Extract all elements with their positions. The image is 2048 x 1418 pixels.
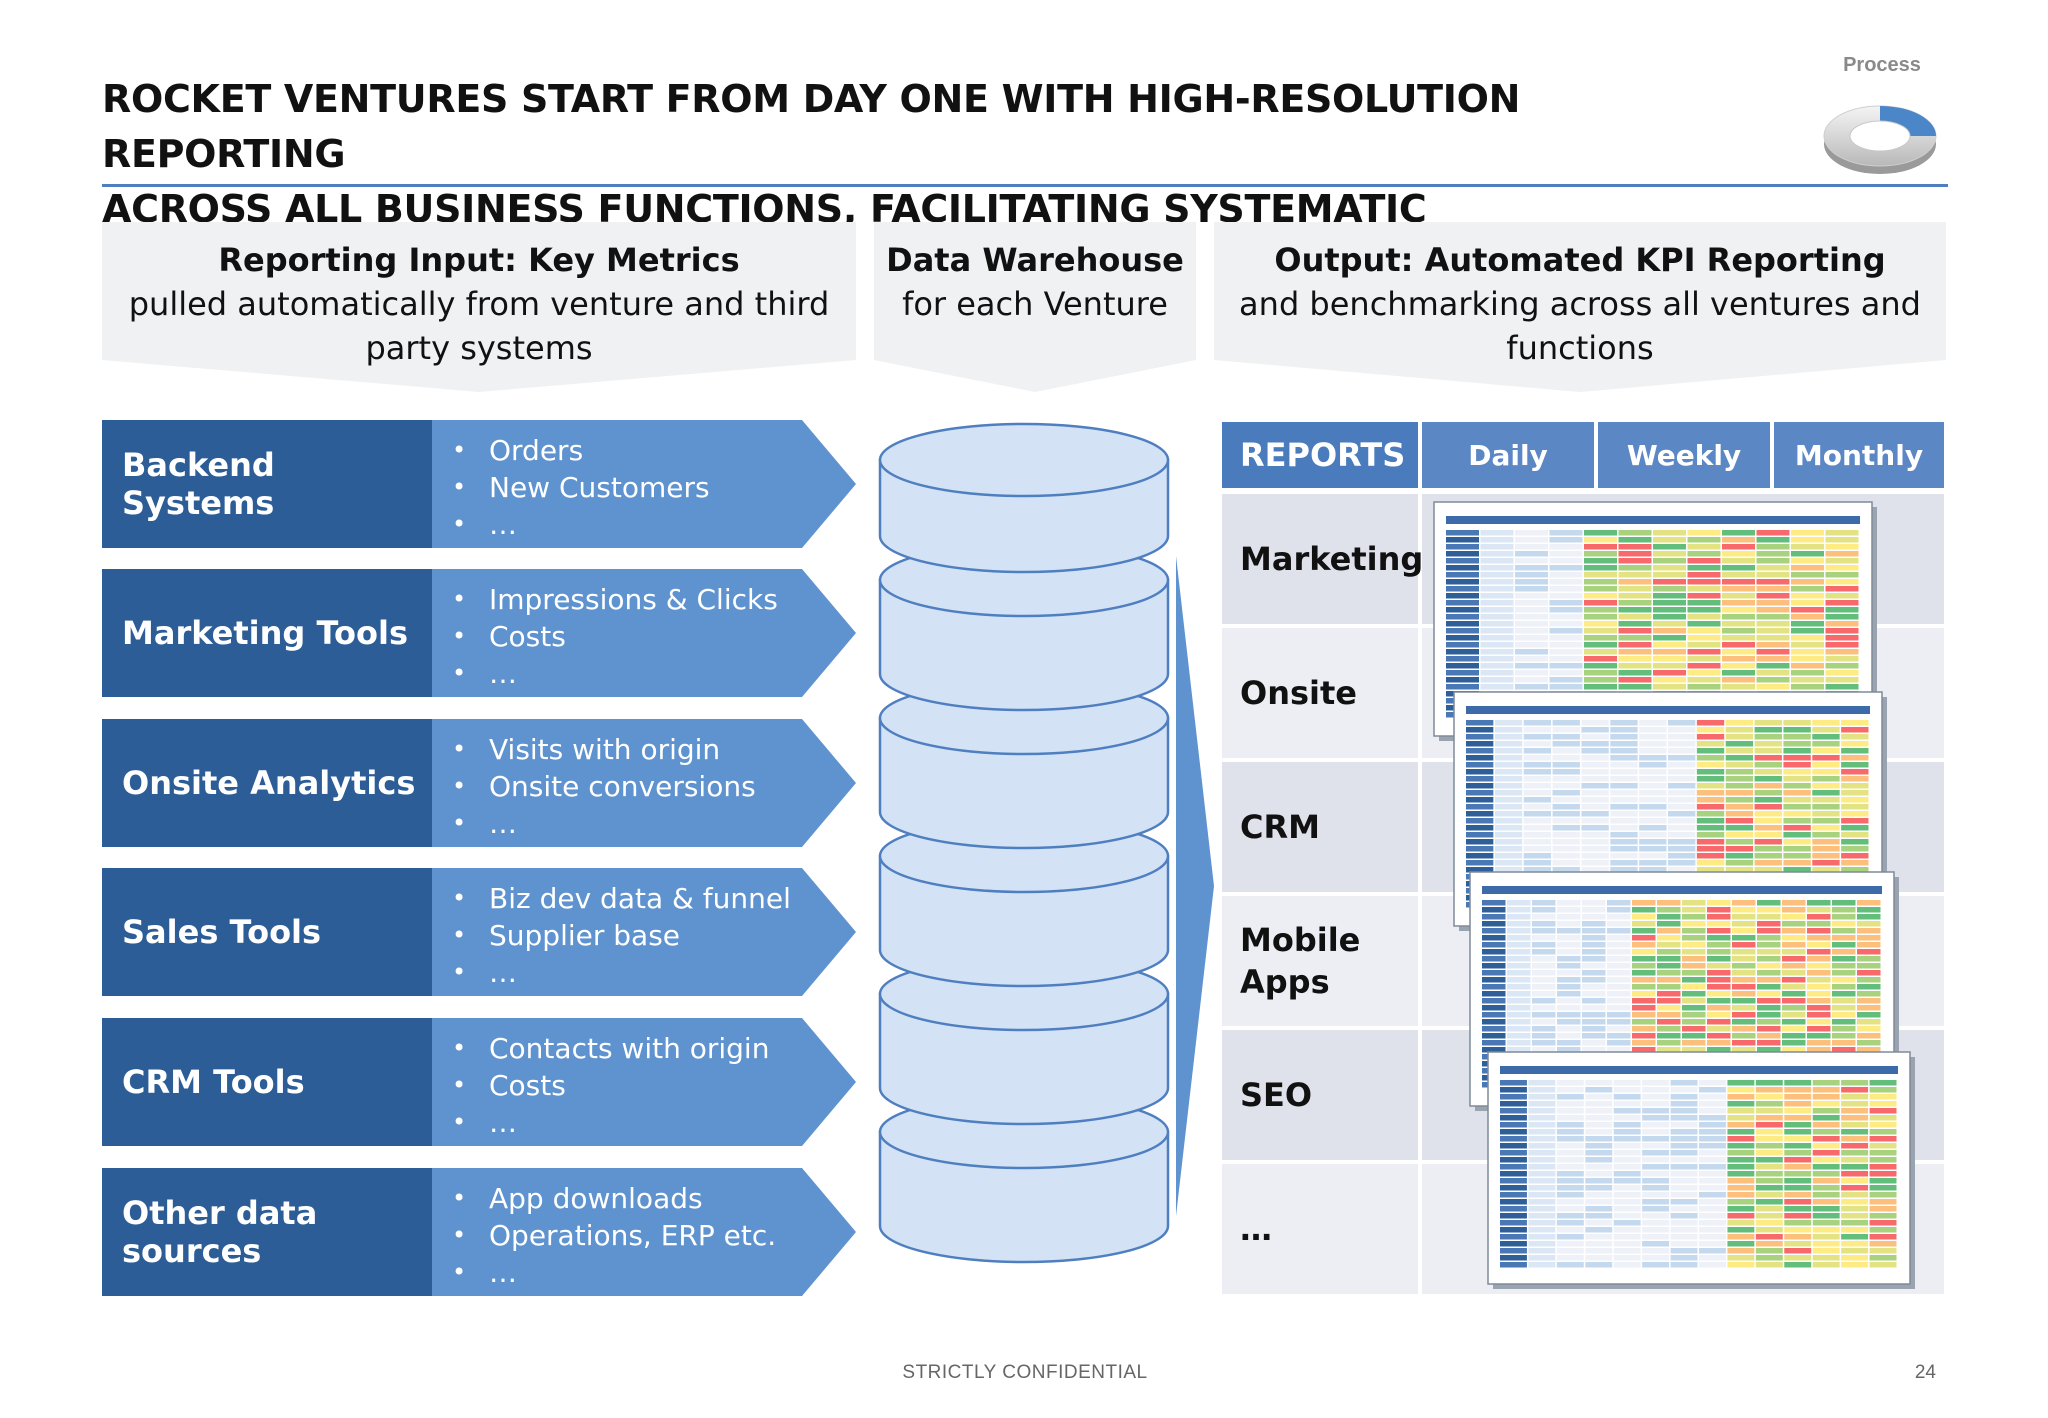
period-weekly: Weekly (1598, 422, 1770, 488)
source-name: Marketing Tools (122, 614, 408, 652)
source-bullets: Biz dev data & funnel Supplier base … (450, 880, 791, 991)
source-name: Onsite Analytics (122, 764, 416, 802)
report-row-onsite: Onsite (1222, 628, 1418, 758)
period-monthly: Monthly (1774, 422, 1944, 488)
source-name: CRM Tools (122, 1063, 305, 1101)
source-bullet: … (450, 1254, 776, 1291)
page-number: 24 (1914, 1362, 1936, 1383)
source-row-other-data-sources: Other data sources App downloads Operati… (102, 1168, 856, 1296)
source-bullet: Onsite conversions (450, 768, 756, 805)
confidential-footer: STRICTLY CONFIDENTIAL (902, 1362, 1148, 1383)
source-bullet: App downloads (450, 1180, 776, 1217)
process-label: Process (1843, 54, 1921, 76)
report-row-more: … (1222, 1164, 1418, 1294)
output-header-title: Output: Automated KPI Reporting (1274, 241, 1886, 279)
source-bullet: … (450, 1104, 769, 1141)
warehouse-header-line-1: for each Venture (902, 285, 1168, 323)
source-row-crm-tools: CRM Tools Contacts with origin Costs … (102, 1018, 856, 1146)
warehouse-header: Data Warehouse for each Venture (874, 222, 1196, 392)
source-bullet: … (450, 655, 778, 692)
source-bullet: Supplier base (450, 917, 791, 954)
output-header-line-1: and benchmarking across all ventures and (1239, 285, 1921, 323)
source-bullet: … (450, 506, 710, 543)
output-header-line-2: functions (1506, 329, 1654, 367)
source-row-marketing-tools: Marketing Tools Impressions & Clicks Cos… (102, 569, 856, 697)
output-arrow (1176, 556, 1216, 1216)
source-bullets: Impressions & Clicks Costs … (450, 581, 778, 692)
source-bullet: New Customers (450, 469, 710, 506)
source-row-sales-tools: Sales Tools Biz dev data & funnel Suppli… (102, 868, 856, 996)
report-screenshot (1487, 1051, 1915, 1289)
reports-header: REPORTS (1222, 422, 1418, 488)
source-bullet: Visits with origin (450, 731, 756, 768)
source-row-backend-systems: Backend Systems Orders New Customers … (102, 420, 856, 548)
report-thumbnails (1433, 501, 1915, 1289)
output-header: Output: Automated KPI Reporting and benc… (1214, 222, 1946, 392)
source-bullet: Impressions & Clicks (450, 581, 778, 618)
data-warehouse-cylinder (876, 420, 1176, 1300)
source-bullet: Orders (450, 432, 710, 469)
input-header-line-1: pulled automatically from venture and th… (128, 285, 830, 323)
source-name: Other data sources (122, 1194, 318, 1270)
report-row-marketing: Marketing (1222, 494, 1423, 624)
source-bullets: App downloads Operations, ERP etc. … (450, 1180, 776, 1291)
report-row-crm: CRM (1222, 762, 1418, 892)
source-row-onsite-analytics: Onsite Analytics Visits with origin Onsi… (102, 719, 856, 847)
source-bullets: Orders New Customers … (450, 432, 710, 543)
warehouse-header-title: Data Warehouse (886, 241, 1184, 279)
source-bullet: … (450, 954, 791, 991)
source-name: Backend Systems (122, 446, 275, 522)
source-bullet: Operations, ERP etc. (450, 1217, 776, 1254)
report-row-seo: SEO (1222, 1030, 1418, 1160)
source-bullets: Visits with origin Onsite conversions … (450, 731, 756, 842)
slide-title-line-1: ROCKET VENTURES START FROM DAY ONE WITH … (102, 77, 1521, 176)
title-divider (102, 184, 1948, 187)
source-bullet: Biz dev data & funnel (450, 880, 791, 917)
input-header-title: Reporting Input: Key Metrics (218, 241, 740, 279)
source-bullet: Costs (450, 618, 778, 655)
period-daily: Daily (1422, 422, 1594, 488)
process-donut-icon (1812, 92, 1952, 182)
source-name: Sales Tools (122, 913, 322, 951)
input-header: Reporting Input: Key Metrics pulled auto… (102, 222, 856, 392)
input-header-line-2: party systems (365, 329, 593, 367)
source-bullets: Contacts with origin Costs … (450, 1030, 769, 1141)
report-row-mobile-apps: Mobile Apps (1222, 896, 1418, 1026)
source-bullet: … (450, 805, 756, 842)
reports-grid: REPORTS Daily Weekly Monthly Marketing O… (1222, 422, 1944, 1294)
source-bullet: Costs (450, 1067, 769, 1104)
source-bullet: Contacts with origin (450, 1030, 769, 1067)
